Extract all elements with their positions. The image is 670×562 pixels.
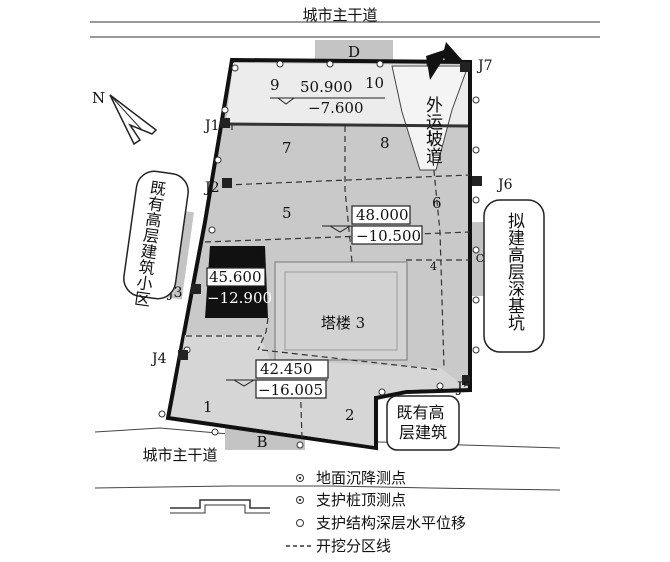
legend-symbol-deep-displacement — [296, 519, 304, 527]
elevation-black: 45.600 −12.900 — [206, 267, 272, 307]
zone-6: 6 — [432, 194, 442, 212]
elevation-north: 50.900 −7.600 — [270, 78, 385, 117]
legend-item-deep-displacement: 支护结构深层水平位移 — [316, 514, 467, 532]
zone-9: 9 — [270, 76, 280, 94]
zone-10: 10 — [365, 74, 384, 92]
elevation-south-top: 42.450 — [260, 360, 313, 378]
zone-8: 8 — [380, 134, 390, 152]
legend-item-settlement: 地面沉降测点 — [316, 469, 407, 487]
zone-5: 5 — [282, 204, 292, 222]
north-label: N — [92, 89, 105, 107]
ramp-label: 外运坡道 — [422, 96, 443, 164]
tower-inner — [284, 271, 398, 351]
elevation-south-bottom: −16.005 — [258, 381, 323, 399]
legend-item-zone-line: 开挖分区线 — [316, 537, 392, 555]
point-j5: J5 — [455, 380, 472, 396]
section-label-b: B — [256, 433, 267, 451]
elevation-middle-top: 48.000 — [356, 206, 409, 224]
zone-2: 2 — [345, 406, 355, 424]
ramp-exit-arrow — [426, 42, 462, 80]
neighbor-southeast-label: 既有高 层建筑 — [396, 403, 449, 442]
zone-4-east: 4 — [430, 260, 437, 273]
tower-outline — [274, 261, 408, 361]
point-j6: J6 — [496, 177, 513, 193]
neighbor-east-label: 拟建高层深基坑 — [504, 212, 525, 332]
point-j2: J2 — [203, 180, 220, 196]
elevation-south: 42.450 −16.005 — [226, 359, 329, 399]
legend-item-pile-top: 支护桩顶测点 — [316, 491, 407, 509]
neighbor-southeast-line1: 既有高 — [396, 403, 444, 422]
section-label-c: C — [476, 252, 484, 265]
zone-dashed-lines — [186, 124, 471, 441]
zone-1: 1 — [203, 398, 213, 416]
elevation-black-bottom: −12.900 — [207, 289, 272, 307]
neighbor-southeast: 既有高 层建筑 — [386, 395, 460, 451]
bottom-road-label: 城市主干道 — [142, 446, 217, 464]
legend-symbols — [286, 474, 312, 547]
top-road: 城市主干道 — [90, 6, 600, 38]
neighbor-west: 既有高层建筑小区 — [123, 170, 189, 308]
north-strip-edge — [225, 122, 469, 128]
zone-tower-3: 塔楼 3 — [321, 314, 365, 332]
elevation-middle: 48.000 −10.500 — [322, 205, 423, 245]
north-arrow: N — [92, 89, 158, 146]
section-bar-d — [315, 40, 393, 62]
section-label-d: D — [348, 43, 360, 61]
neighbor-southeast-line2: 层建筑 — [399, 423, 447, 442]
top-road-label: 城市主干道 — [302, 6, 377, 24]
point-j1: J1 — [203, 118, 220, 134]
zone-4-west: 4 — [252, 245, 262, 263]
elevation-black-top: 45.600 — [209, 268, 262, 286]
elevation-north-top: 50.900 — [300, 78, 353, 96]
point-j7: J7 — [476, 58, 493, 74]
elevation-middle-bottom: −10.500 — [356, 227, 421, 245]
neighbor-east: 拟建高层深基坑 — [483, 199, 545, 353]
support-markers — [178, 62, 482, 385]
elevation-north-bottom: −7.600 — [308, 99, 364, 117]
zone-7: 7 — [282, 139, 292, 157]
point-j4: J4 — [150, 351, 167, 367]
